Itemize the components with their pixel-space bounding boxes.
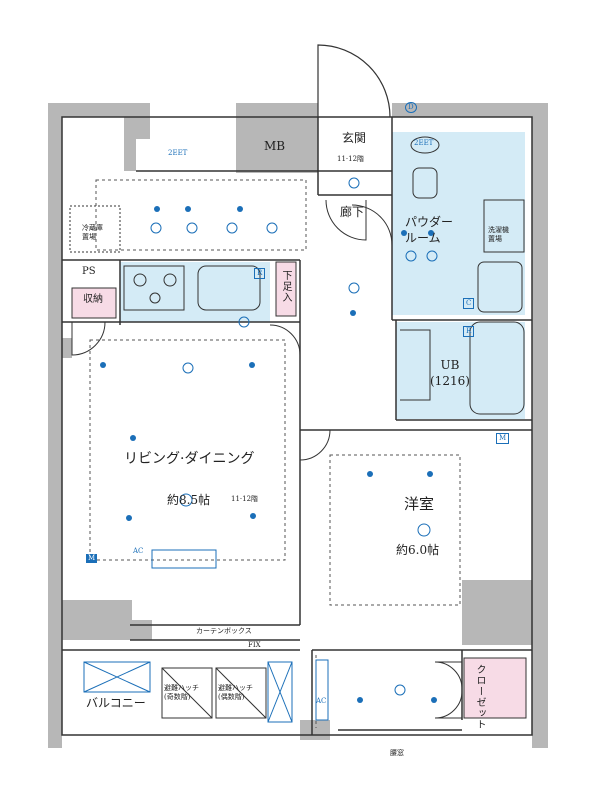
fixtures — [400, 136, 525, 415]
r-symbol-2: R — [463, 326, 475, 337]
fridge-box — [69, 205, 121, 253]
mb-box — [236, 117, 318, 173]
hatches — [161, 667, 267, 719]
twoeet-symbol-1: 2EET — [168, 149, 188, 157]
powder-room-area — [392, 132, 525, 315]
shoebox-pink — [275, 261, 297, 317]
storage-pink — [71, 287, 117, 319]
balcony-label: バルコニー — [86, 696, 146, 710]
powder-label: パウダー ルーム — [405, 215, 454, 245]
interior-lines — [61, 116, 533, 736]
storage-label: 収納 — [83, 294, 103, 305]
curtain-label: カーテンボックス — [196, 627, 252, 635]
closet-pink — [463, 657, 527, 719]
kitchen-stove — [123, 265, 261, 311]
window-label: 腰窓 — [390, 749, 404, 757]
c-symbol: C — [463, 298, 475, 309]
closet-label: クローゼット — [474, 664, 485, 730]
genkan-label: 玄関 — [342, 131, 367, 145]
living-size-label: 約8.5帖 — [167, 493, 211, 507]
western-size-label: 約6.0帖 — [396, 543, 440, 557]
door-swings — [71, 199, 463, 719]
hatch-b-label: 避難ハッチ (偶数階) — [218, 684, 253, 702]
ac-symbol-2: AC — [316, 697, 327, 705]
ac-symbol-1: AC — [133, 547, 144, 555]
kitchen-area — [120, 262, 270, 322]
laundry-label: 洗濯機 置場 — [488, 226, 509, 244]
bath-area — [396, 322, 525, 419]
entrance-door — [317, 44, 391, 118]
balcony-items — [83, 549, 329, 723]
shoebox-label: 下足入 — [280, 270, 291, 303]
mb-label: MB — [264, 139, 286, 153]
fridge-label: 冷蔵庫 置場 — [82, 224, 103, 242]
d-symbol: D — [405, 102, 417, 113]
r-symbol-1: R — [254, 268, 266, 279]
western-label: 洋室 — [404, 495, 435, 513]
living-label: リビング·ダイニング — [124, 451, 255, 467]
walls — [48, 103, 548, 748]
outlets — [150, 177, 438, 696]
ub-label: UB (1216) — [430, 358, 470, 388]
hatch-a-label: 避難ハッチ (奇数階) — [164, 684, 199, 702]
ceiling-lights — [100, 206, 437, 703]
rouka-label: 廊下 — [340, 205, 365, 219]
m-symbol-2: M — [496, 433, 510, 444]
fix-label: FIX — [248, 641, 261, 649]
twoeet-symbol-2: 2EET — [414, 139, 434, 147]
living-ceiling-label: 11·12階 — [231, 495, 259, 503]
ps-label: PS — [82, 266, 96, 277]
genkan-ceiling-label: 11·12階 — [337, 155, 365, 163]
m-symbol-1: M — [86, 554, 98, 563]
